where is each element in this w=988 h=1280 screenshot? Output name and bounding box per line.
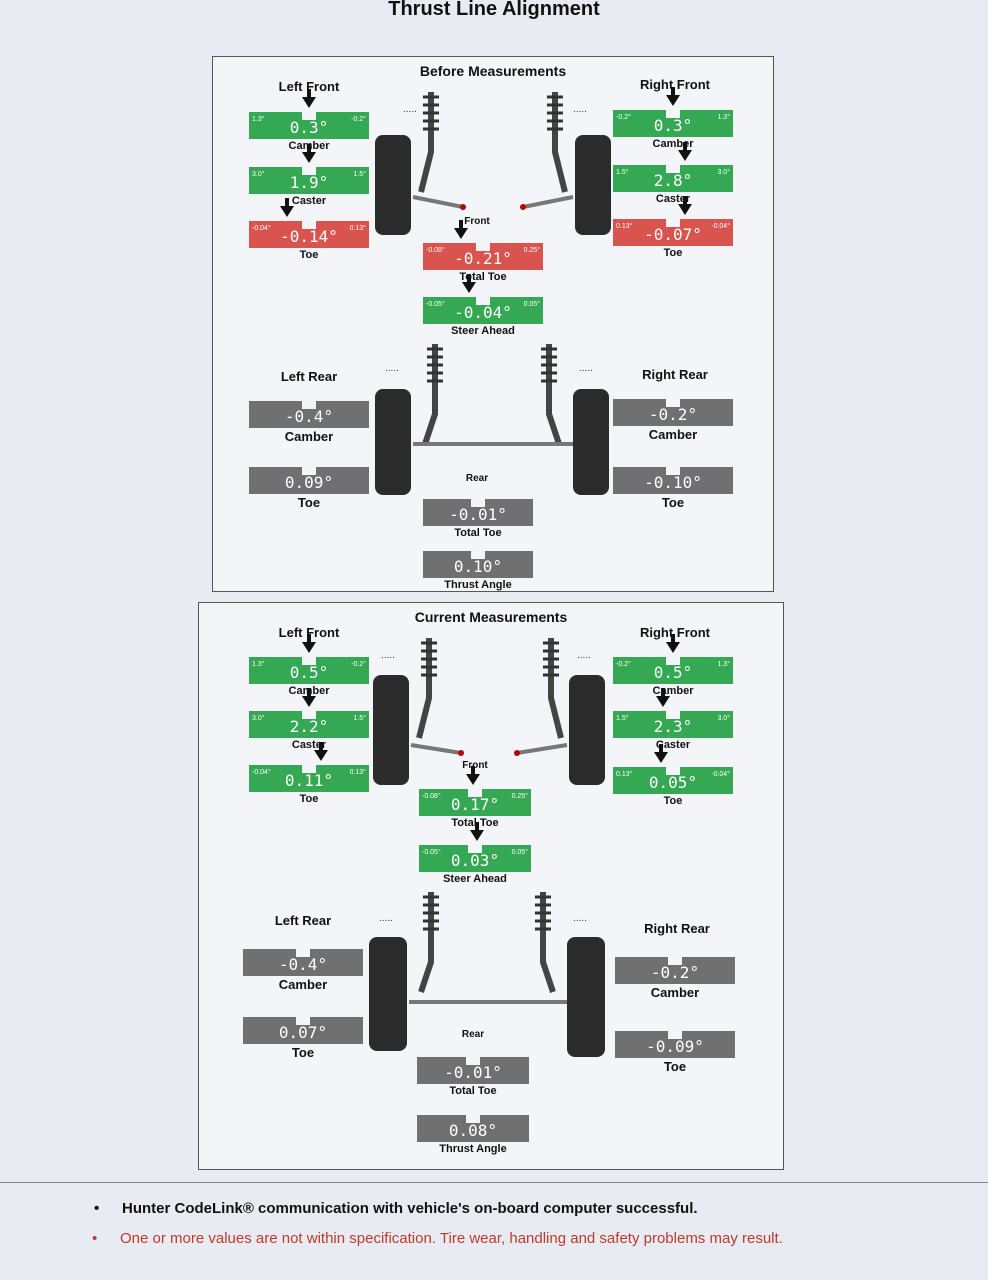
- arrow-down-icon: [470, 822, 485, 841]
- current-lf-caster-gauge: 3.0°1.5°2.2° Caster: [249, 688, 369, 751]
- arrow-down-icon: [461, 274, 476, 293]
- current-rf-camber-gauge: -0.2°1.3°0.5° Camber: [613, 634, 733, 697]
- front-suspension-icon: ..... .....: [375, 92, 611, 235]
- current-front-label: Front: [462, 760, 488, 771]
- before-total-toe-gauge: -0.08°0.25°-0.21° Total Toe: [423, 220, 543, 283]
- page-title: Thrust Line Alignment: [388, 0, 600, 20]
- arrow-down-icon: [666, 87, 680, 106]
- right-rear-label: Right Rear: [644, 921, 710, 936]
- current-lf-toe-gauge: -0.04°0.13°0.11° Toe: [249, 742, 369, 805]
- svg-text:.....: .....: [403, 104, 417, 115]
- svg-text:.....: .....: [573, 913, 587, 924]
- right-front-label: Right Front: [639, 77, 711, 92]
- current-rear-label: Rear: [461, 1029, 485, 1040]
- arrow-down-icon: [465, 766, 480, 785]
- front-suspension-icon: ..... .....: [373, 638, 605, 785]
- before-measurements-panel: Before Measurements Left Front Right Fro…: [212, 56, 774, 592]
- right-front-label: Right Front: [639, 625, 711, 640]
- arrow-down-icon: [656, 688, 671, 707]
- svg-text:.....: .....: [379, 913, 393, 924]
- current-rr-camber-gauge: -0.2° Camber: [615, 957, 735, 1000]
- svg-text:.....: .....: [385, 363, 399, 374]
- current-heading: Current Measurements: [414, 609, 568, 625]
- arrow-down-icon: [280, 198, 295, 217]
- arrow-down-icon: [454, 220, 469, 239]
- before-thrust-angle-gauge: 0.10° Thrust Angle: [423, 551, 533, 591]
- before-lf-camber-gauge: 1.3°-0.2°0.3° Camber: [249, 89, 369, 152]
- arrow-down-icon: [302, 688, 316, 707]
- current-total-toe-gauge: -0.08°0.25°0.17° Total Toe: [419, 766, 531, 829]
- current-lf-camber-gauge: 1.3°-0.2°0.5° Camber: [249, 634, 369, 697]
- before-rr-toe-gauge: -0.10° Toe: [613, 467, 733, 510]
- before-rf-caster-gauge: 1.5°3.0°2.8° Caster: [613, 142, 733, 205]
- arrow-down-icon: [314, 742, 328, 761]
- right-rear-label: Right Rear: [642, 367, 708, 382]
- before-steer-ahead-gauge: -0.05°0.05°-0.04° Steer Ahead: [423, 274, 543, 337]
- divider: [0, 1182, 988, 1183]
- before-rf-toe-gauge: 0.13°-0.04°-0.07° Toe: [613, 196, 733, 259]
- arrow-down-icon: [302, 89, 316, 108]
- before-front-label: Front: [464, 216, 490, 227]
- left-rear-label: Left Rear: [280, 369, 338, 384]
- left-front-label: Left Front: [278, 625, 340, 640]
- svg-text:.....: .....: [573, 104, 587, 115]
- rear-suspension-icon: ..... .....: [375, 344, 609, 495]
- before-heading: Before Measurements: [419, 63, 567, 79]
- before-rr-camber-gauge: -0.2° Camber: [613, 399, 733, 442]
- current-steer-ahead-gauge: -0.05°0.05°0.03° Steer Ahead: [419, 822, 531, 885]
- before-rf-camber-gauge: -0.2°1.3°0.3° Camber: [613, 87, 733, 150]
- before-lf-caster-gauge: 3.0°1.5°1.9° Caster: [249, 144, 369, 207]
- svg-text:.....: .....: [381, 650, 395, 661]
- left-rear-label: Left Rear: [274, 913, 332, 928]
- before-lr-camber-gauge: -0.4° Camber: [249, 401, 369, 444]
- arrow-down-icon: [678, 142, 692, 161]
- before-rear-total-toe-gauge: -0.01° Total Toe: [423, 499, 533, 539]
- current-lr-toe-gauge: 0.07° Toe: [243, 1017, 363, 1060]
- before-rear-label: Rear: [465, 473, 489, 484]
- left-front-label: Left Front: [278, 79, 340, 94]
- arrow-down-icon: [678, 196, 692, 215]
- before-lr-toe-gauge: 0.09° Toe: [249, 467, 369, 510]
- arrow-down-icon: [654, 744, 668, 763]
- current-measurements-panel: Current Measurements Left Front Right Fr…: [198, 602, 784, 1170]
- current-rr-toe-gauge: -0.09° Toe: [615, 1031, 735, 1074]
- svg-text:.....: .....: [579, 363, 593, 374]
- current-rear-total-toe-gauge: -0.01° Total Toe: [417, 1057, 529, 1097]
- arrow-down-icon: [302, 634, 316, 653]
- note-warning: •One or more values are not within speci…: [92, 1230, 783, 1247]
- before-lf-toe-gauge: -0.04°0.13°-0.14° Toe: [249, 198, 369, 261]
- current-lr-camber-gauge: -0.4° Camber: [243, 949, 363, 992]
- svg-text:.....: .....: [577, 650, 591, 661]
- rear-suspension-icon: ..... .....: [369, 892, 605, 1057]
- note-codelink: •Hunter CodeLink® communication with veh…: [94, 1200, 698, 1217]
- arrow-down-icon: [302, 144, 316, 163]
- current-thrust-angle-gauge: 0.08° Thrust Angle: [417, 1115, 529, 1155]
- arrow-down-icon: [666, 634, 680, 653]
- current-rf-toe-gauge: 0.13°-0.04°0.05° Toe: [613, 744, 733, 807]
- current-rf-caster-gauge: 1.5°3.0°2.3° Caster: [613, 688, 733, 751]
